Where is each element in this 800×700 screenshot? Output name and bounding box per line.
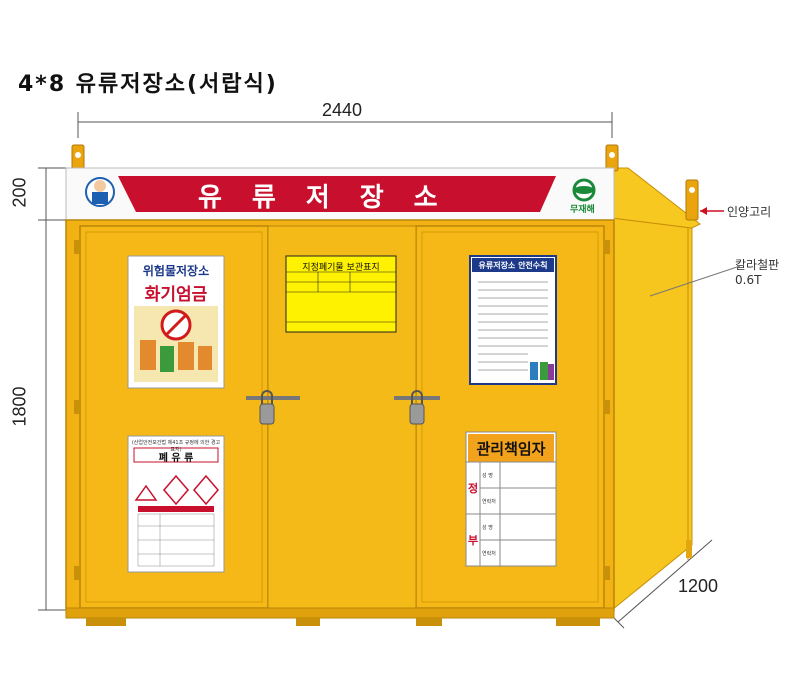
width-dimension: 2440 (322, 100, 363, 120)
top-height-dimension: 200 (9, 177, 30, 208)
page-title: 4*8 유류저장소(서랍식) (18, 72, 278, 97)
primary-name-label: 성 명 (482, 473, 493, 479)
primary-contact-label: 연락처 (482, 499, 496, 505)
main-height-dimension: 1800 (9, 386, 30, 427)
waste-sign-title: 폐 유 류 (158, 453, 194, 464)
manager-secondary-label: 부 (468, 534, 479, 547)
secondary-contact-label: 연락처 (482, 551, 496, 557)
manager-primary-label: 정 (468, 482, 479, 495)
depth-dimension: 1200 (678, 576, 719, 596)
steel-plate-label: 칼라철판0.6T (735, 258, 780, 287)
fire-sign-line2: 화기엄금 (144, 285, 208, 305)
fire-sign-line1: 위험물저장소 (142, 264, 210, 278)
secondary-name-label: 성 명 (482, 525, 493, 531)
safety-logo-text: 무재해 (570, 205, 595, 215)
header-sign-text: 유류저장소 (198, 183, 468, 213)
lifting-ring-label: 인양고리 (727, 205, 772, 219)
waste-sign-header: (산업안전보건법 제41조 규정에 의한 경고표지) (131, 440, 221, 453)
center-sign-title: 지정폐기물 보관표지 (302, 263, 380, 273)
manager-sign-title: 관리책임자 (476, 440, 546, 458)
safety-rules-title: 유류저장소 안전수칙 (478, 261, 548, 270)
